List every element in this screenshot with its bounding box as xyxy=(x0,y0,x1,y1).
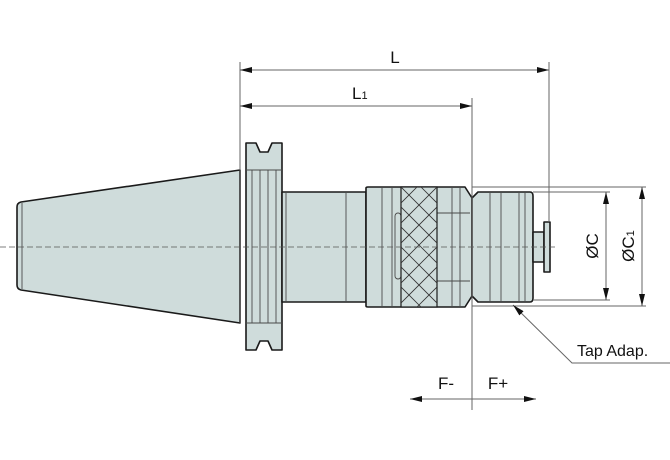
label-diameter-C1: ØC1 xyxy=(619,230,638,262)
flange xyxy=(245,142,283,351)
dimension-C: ØC xyxy=(583,192,609,300)
label-F-minus: F- xyxy=(438,374,454,393)
label-tap-adapter: Tap Adap. xyxy=(577,343,648,360)
taper-shank xyxy=(16,169,241,324)
extension-lines xyxy=(239,62,646,410)
dimension-C1: ØC1 xyxy=(619,187,645,306)
dimension-F: F- F+ xyxy=(410,374,536,402)
label-diameter-C: ØC xyxy=(583,233,602,259)
tap-adapter-callout: Tap Adap. xyxy=(512,304,670,364)
tap-adapter xyxy=(471,191,551,303)
label-L1: L1 xyxy=(352,84,368,103)
label-F-plus: F+ xyxy=(488,374,508,393)
dimension-L1: L1 xyxy=(240,84,472,109)
dimension-L: L xyxy=(240,48,549,73)
label-L: L xyxy=(390,48,399,67)
